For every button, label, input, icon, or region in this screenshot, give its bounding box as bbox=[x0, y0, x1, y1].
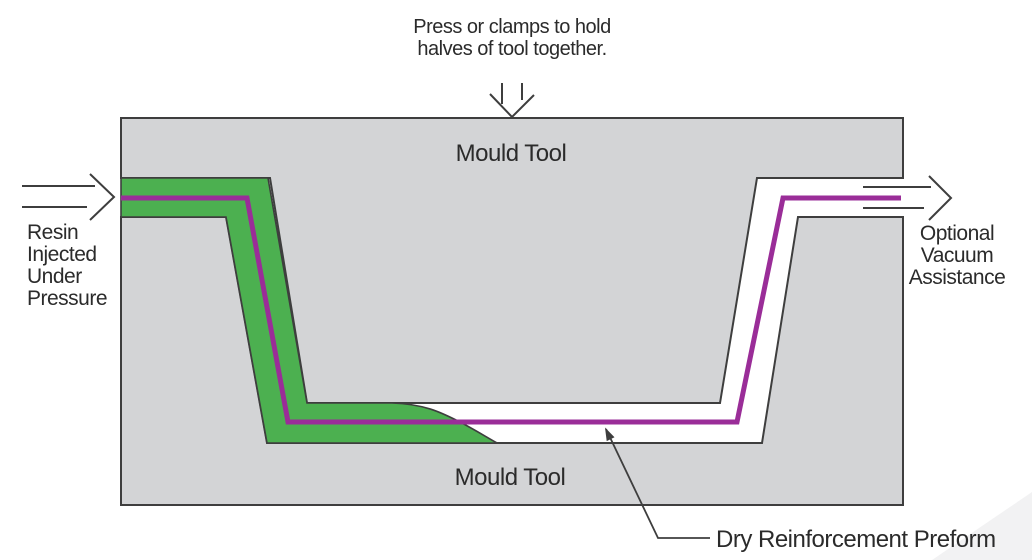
press-label-line1: Press or clamps to hold bbox=[413, 16, 610, 38]
preform-pointer-arrow-icon bbox=[605, 427, 710, 539]
resin-label-line3: Under bbox=[27, 265, 82, 288]
vacuum-outflow-arrow-icon bbox=[863, 175, 953, 221]
resin-label-line1: Resin bbox=[27, 221, 78, 244]
resin-label-line4: Pressure bbox=[27, 287, 107, 310]
corner-watermark bbox=[932, 492, 1032, 560]
preform-label: Dry Reinforcement Preform bbox=[716, 526, 996, 553]
vacuum-label-line2: Vacuum bbox=[921, 244, 993, 267]
press-down-arrow-icon bbox=[489, 83, 535, 119]
resin-inflow-arrow-icon bbox=[22, 173, 116, 221]
mould-tool-top-label: Mould Tool bbox=[456, 140, 567, 167]
preform-line bbox=[121, 195, 901, 425]
press-label-line2: halves of tool together. bbox=[417, 38, 606, 60]
resin-label-line2: Injected bbox=[27, 243, 97, 266]
mould-tool-bottom-label: Mould Tool bbox=[455, 464, 566, 491]
vacuum-label-line1: Optional bbox=[920, 222, 994, 245]
vacuum-label-line3: Assistance bbox=[909, 266, 1006, 289]
